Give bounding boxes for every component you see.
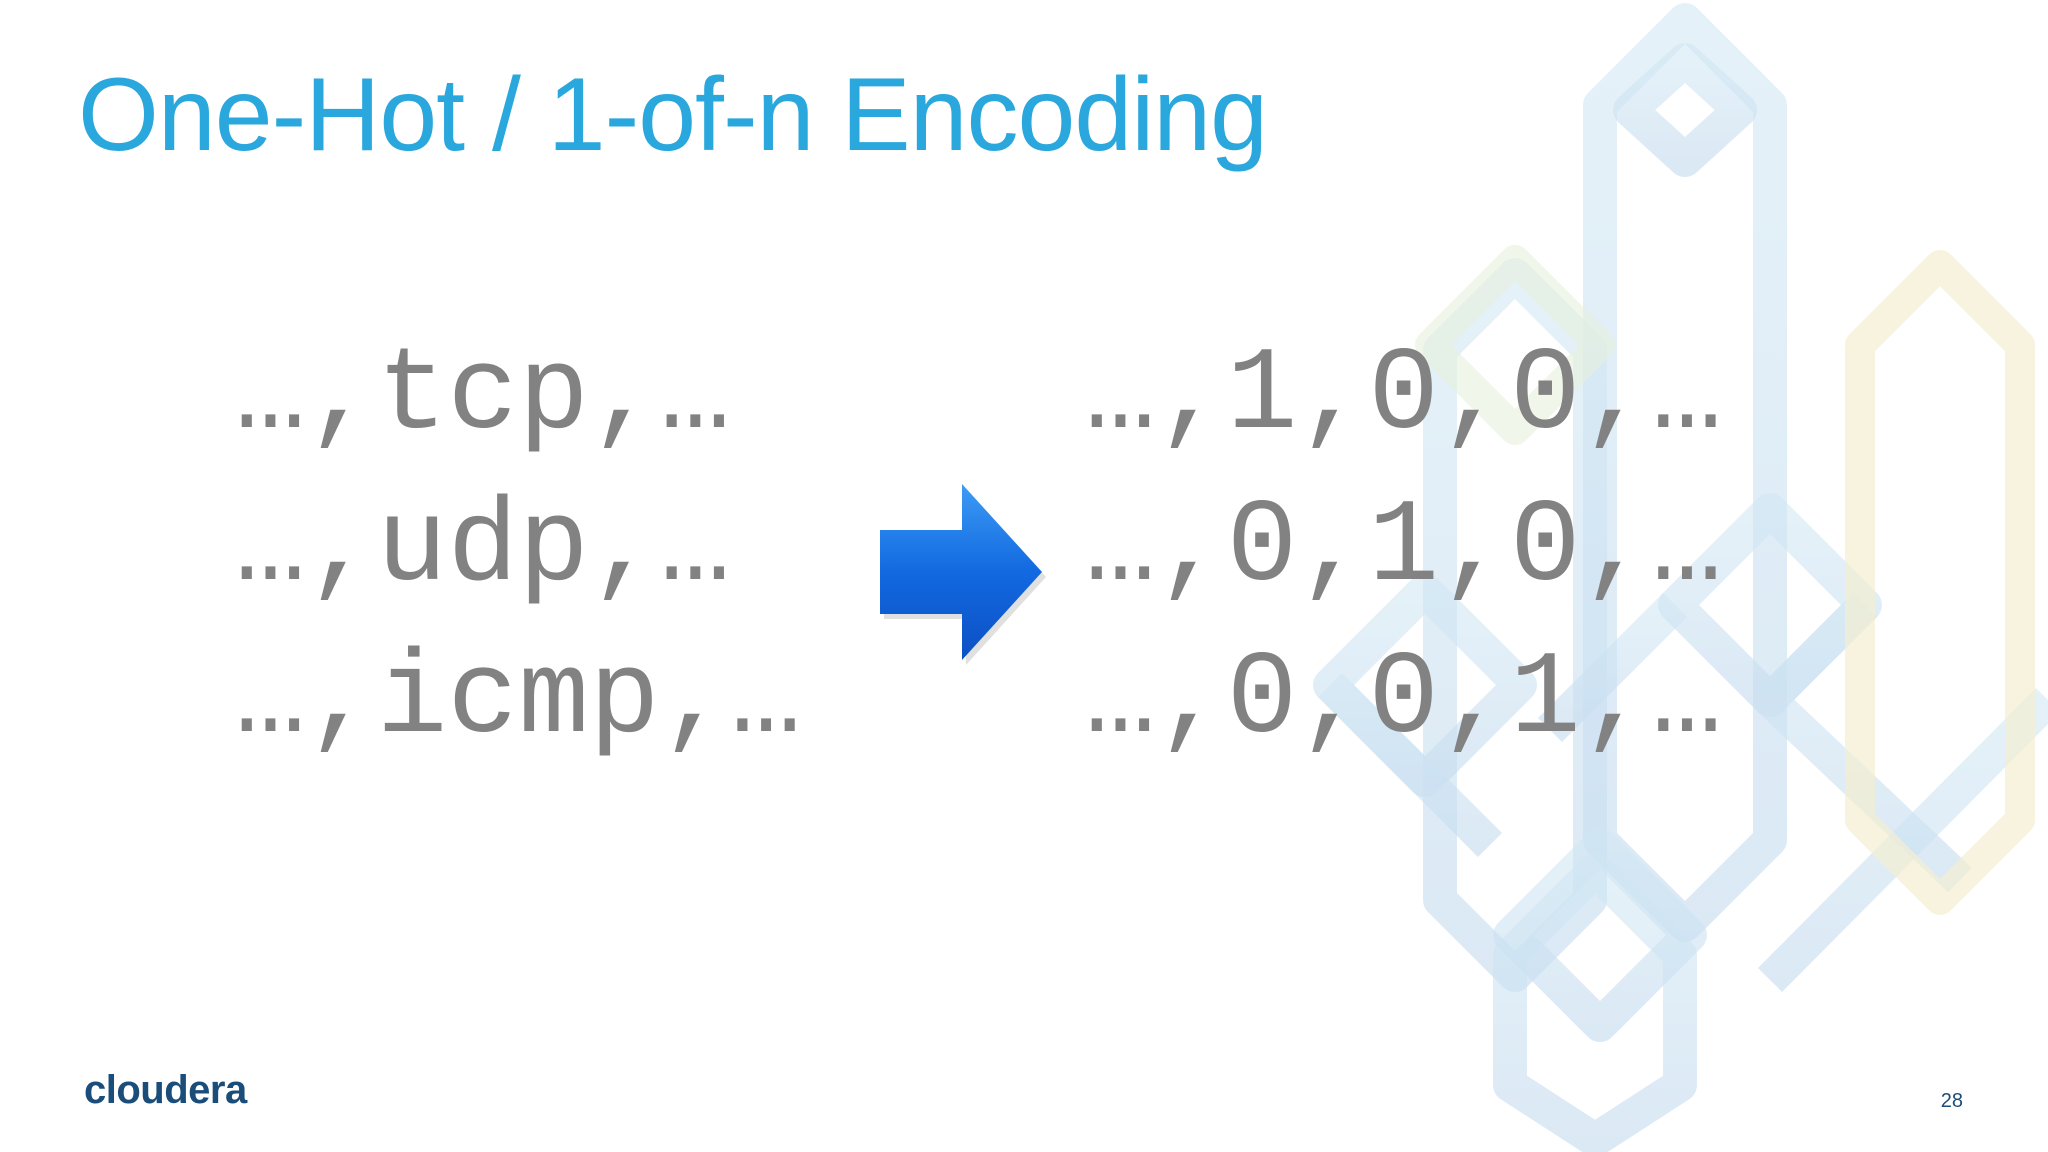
categorical-line: …,tcp,… [235,330,731,463]
encoded-line: …,1,0,0,… [1085,330,1723,463]
cloudera-logo: cloudera [84,1068,247,1112]
page-number: 28 [1940,1090,1963,1112]
categorical-line: …,udp,… [235,482,731,615]
encoded-line: …,0,1,0,… [1085,482,1723,615]
right-arrow-icon [880,484,1046,665]
encoded-line: …,0,0,1,… [1085,634,1723,767]
slide-title: One-Hot / 1-of-n Encoding [78,57,1268,173]
categorical-line: …,icmp,… [235,634,802,767]
